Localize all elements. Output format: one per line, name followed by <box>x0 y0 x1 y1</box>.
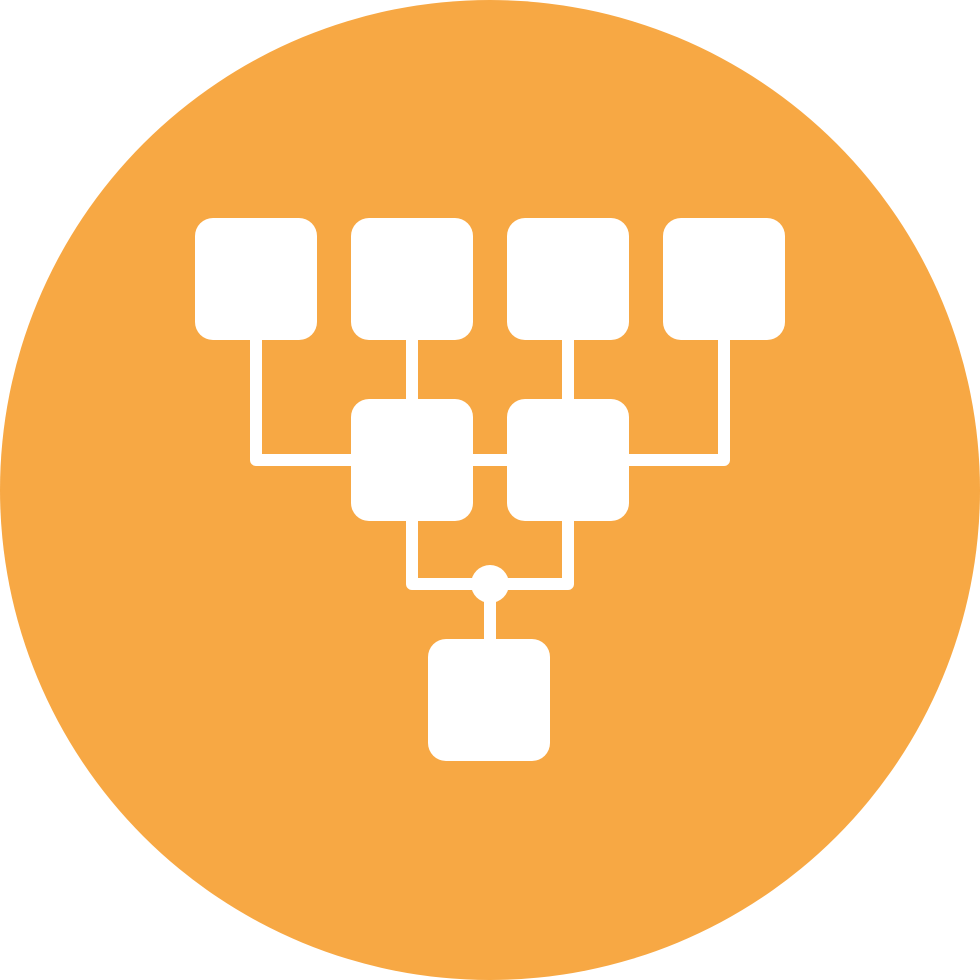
middle-node <box>507 399 629 521</box>
top-node <box>507 218 629 340</box>
junction-dot <box>471 565 509 603</box>
connector-line <box>614 330 730 466</box>
top-node <box>195 218 317 340</box>
top-node <box>351 218 473 340</box>
bottom-node <box>428 639 550 761</box>
tree-nodes <box>195 218 785 761</box>
top-node <box>663 218 785 340</box>
connector-line <box>250 330 366 466</box>
middle-node <box>351 399 473 521</box>
